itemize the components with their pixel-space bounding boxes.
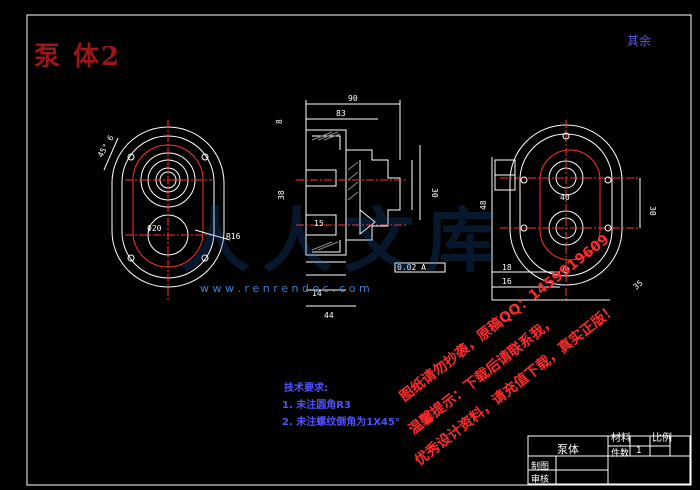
dim-44: 44 xyxy=(324,311,334,320)
title-block-lines xyxy=(527,435,691,485)
quantity-label: 件数 xyxy=(611,449,630,459)
middle-view xyxy=(296,100,446,307)
dim-r5: 48 xyxy=(479,200,488,210)
dim-15: 15 xyxy=(314,219,324,228)
dim-30: 30 xyxy=(430,188,439,198)
left-view xyxy=(103,120,231,300)
quantity-value: 1 xyxy=(636,446,642,456)
right-view xyxy=(491,120,641,301)
dim-90: 90 xyxy=(348,94,358,103)
dim-phi20: Φ20 xyxy=(147,224,162,233)
part-name: 泵体 xyxy=(557,443,579,456)
dim-38: 38 xyxy=(277,190,286,200)
dim-angle: 45° 6 xyxy=(96,133,116,159)
dim-18: 18 xyxy=(502,263,512,272)
tech-req-1: 1. 未注圆角R3 xyxy=(282,400,351,411)
dim-83: 83 xyxy=(336,109,346,118)
watermark-site: w w w . r e n r e n d o c . c o m xyxy=(200,282,370,295)
scale-label: 比例 xyxy=(652,433,672,444)
tech-req-2: 2. 未注螺纹倒角为1X45° xyxy=(282,417,400,428)
dim-16: 16 xyxy=(502,277,512,286)
dim-13: 14 xyxy=(312,289,322,298)
dim-r-30: 30 xyxy=(648,206,657,216)
material-label: 材料 xyxy=(611,433,631,444)
dim-8: 8 xyxy=(275,119,284,124)
tech-req-title: 技术要求: xyxy=(284,383,328,394)
dim-tol: 0.02 A xyxy=(397,263,426,272)
roughness-note: 其余 xyxy=(627,34,652,48)
drawn-label: 制图 xyxy=(531,462,550,472)
drawing-frame xyxy=(26,14,692,486)
dim-40: 40 xyxy=(560,193,570,202)
dim-r16: R16 xyxy=(226,232,241,241)
watermark-brand: 人人文库 xyxy=(180,200,508,282)
drawing-title: 泵 体2 xyxy=(34,42,122,72)
checked-label: 审核 xyxy=(531,475,550,485)
dim-r35: 35 xyxy=(632,278,645,291)
